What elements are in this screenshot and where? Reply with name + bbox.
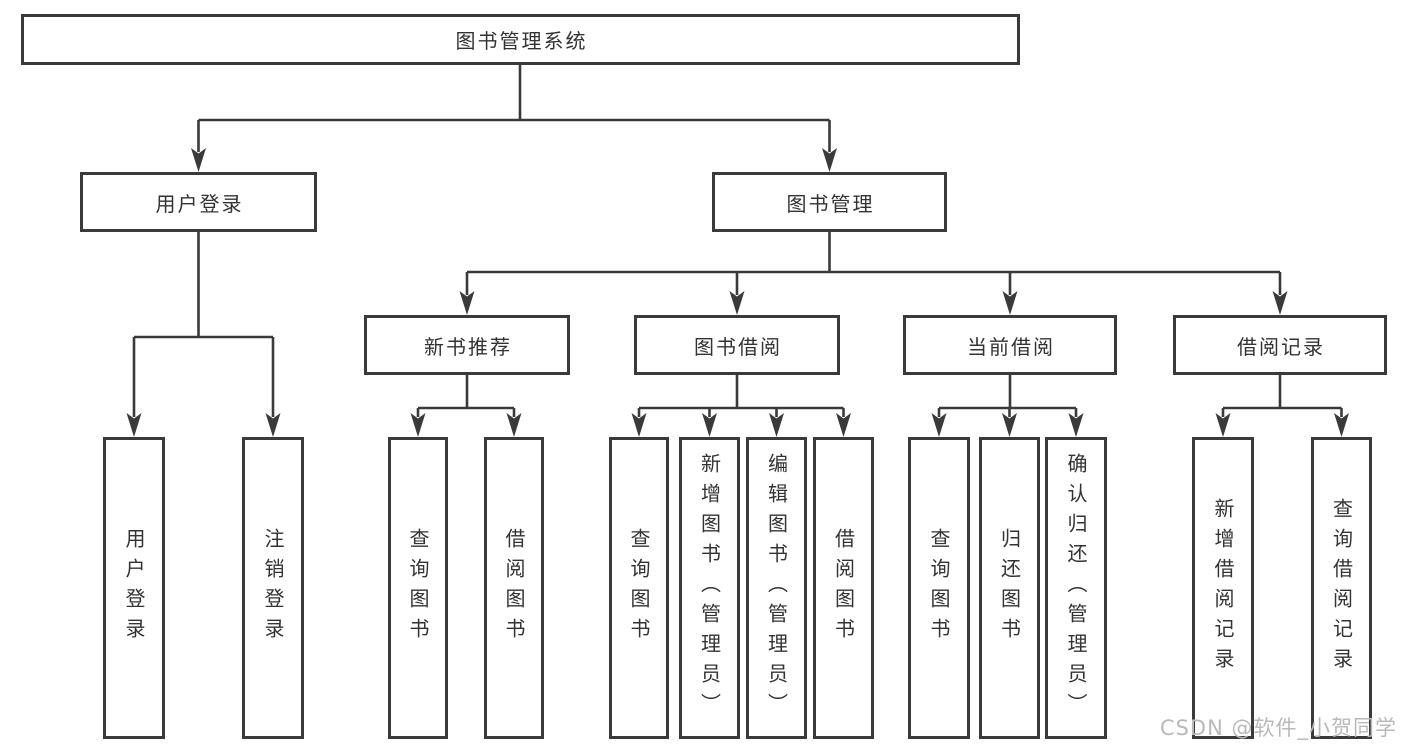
arrow-down-icon: [631, 413, 647, 437]
node-book-borrow: 图书借阅: [634, 315, 840, 375]
node-label: 借阅记录: [1237, 334, 1325, 359]
node-label: 编辑图书（管理员）: [764, 453, 789, 723]
connector-borrow-records: [1221, 375, 1343, 417]
leaf-borrow-books: 借阅图书: [813, 437, 874, 739]
node-label: 查询图书: [627, 528, 651, 648]
connector-current-borrow: [937, 375, 1078, 417]
leaf-current-query-books: 查询图书: [908, 437, 970, 739]
node-borrow-records: 借阅记录: [1173, 315, 1387, 375]
arrow-down-icon: [822, 148, 837, 172]
node-label: 借阅图书: [502, 528, 526, 648]
leaf-add-books-admin: 新增图书（管理员）: [679, 437, 740, 739]
leaf-confirm-return-admin: 确认归还（管理员）: [1045, 437, 1107, 739]
arrow-down-icon: [1334, 413, 1349, 437]
leaf-recommend-query-books: 查询图书: [388, 437, 448, 739]
node-label: 新增借阅记录: [1211, 498, 1235, 678]
node-label: 用户登录: [155, 191, 244, 216]
arrow-down-icon: [931, 413, 947, 437]
node-label: 查询借阅记录: [1329, 498, 1354, 678]
arrow-down-icon: [191, 148, 206, 172]
leaf-return-books: 归还图书: [979, 437, 1040, 739]
arrow-down-icon: [836, 413, 851, 437]
node-label: 借阅图书: [831, 528, 856, 648]
arrowheads: [126, 148, 1349, 437]
node-root-system: 图书管理系统: [21, 14, 1020, 65]
connector-user-login: [132, 232, 275, 417]
arrow-down-icon: [702, 413, 717, 437]
connector-book-borrow: [637, 375, 845, 417]
arrow-down-icon: [410, 413, 426, 437]
node-label: 用户登录: [122, 528, 146, 648]
node-label: 新增图书（管理员）: [697, 453, 722, 723]
node-label: 图书管理: [786, 191, 875, 216]
csdn-watermark: CSDN @软件_小贺同学: [1159, 716, 1397, 740]
arrow-down-icon: [126, 413, 142, 437]
arrow-down-icon: [729, 291, 745, 315]
node-label: 查询图书: [927, 528, 951, 648]
arrow-down-icon: [506, 413, 522, 437]
arrow-down-icon: [1068, 413, 1084, 437]
node-book-management: 图书管理: [712, 172, 947, 232]
leaf-recommend-borrow-books: 借阅图书: [484, 437, 544, 739]
node-label: 归还图书: [997, 528, 1022, 648]
node-label: 新书推荐: [424, 334, 512, 359]
arrow-down-icon: [1002, 291, 1018, 315]
leaf-logout: 注销登录: [242, 437, 304, 739]
node-label: 查询图书: [406, 528, 430, 648]
connector-new-book-recommend: [416, 375, 516, 417]
arrow-down-icon: [1002, 413, 1017, 437]
leaf-query-borrow-record: 查询借阅记录: [1311, 437, 1372, 739]
node-label: 图书管理系统: [455, 29, 588, 53]
node-label: 图书借阅: [694, 334, 782, 359]
leaf-edit-books-admin: 编辑图书（管理员）: [746, 437, 807, 739]
node-label: 当前借阅: [967, 334, 1055, 359]
arrow-down-icon: [459, 291, 475, 315]
arrow-down-icon: [1272, 291, 1288, 315]
node-user-login: 用户登录: [80, 172, 317, 232]
arrow-down-icon: [265, 413, 281, 437]
connector-root: [197, 65, 831, 152]
arrow-down-icon: [769, 413, 784, 437]
node-label: 注销登录: [261, 528, 285, 648]
leaf-borrow-query-books: 查询图书: [609, 437, 669, 739]
connector-book-management: [465, 232, 1282, 295]
node-new-book-recommend: 新书推荐: [364, 315, 570, 375]
arrow-down-icon: [1215, 413, 1231, 437]
node-current-borrow: 当前借阅: [903, 315, 1117, 375]
leaf-add-borrow-record: 新增借阅记录: [1192, 437, 1254, 739]
leaf-user-login: 用户登录: [103, 437, 165, 739]
node-label: 确认归还（管理员）: [1064, 453, 1088, 723]
